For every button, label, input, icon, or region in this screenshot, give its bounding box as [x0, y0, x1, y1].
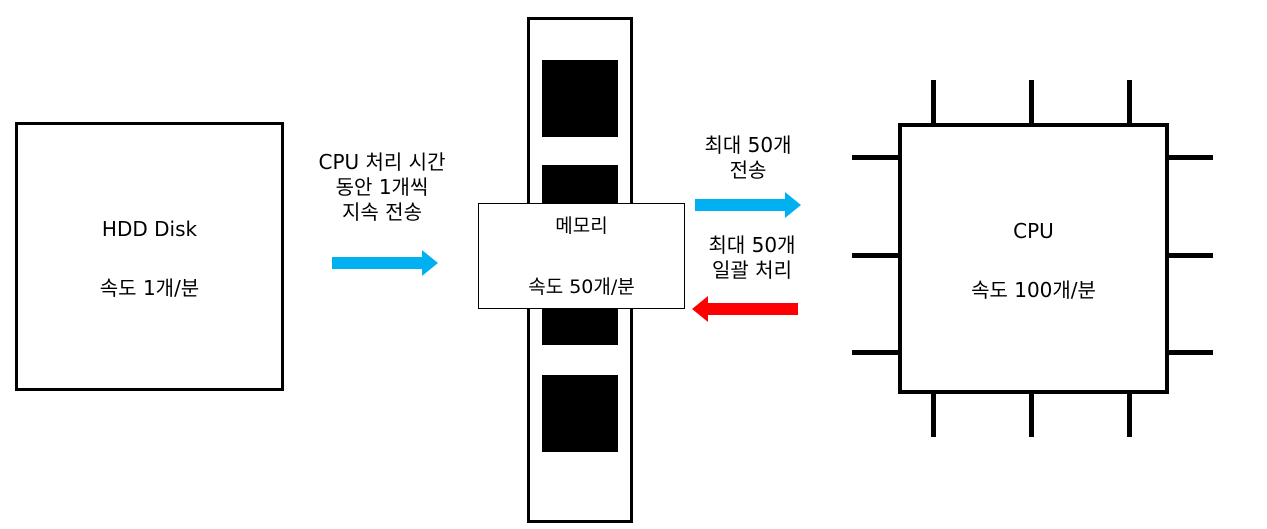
cpu-pin [852, 155, 900, 160]
cpu-pin [852, 253, 900, 258]
memory-chip [542, 375, 618, 452]
hdd-to-memory-arrow [332, 250, 438, 276]
memory-name: 메모리 [555, 215, 608, 237]
cpu-pin [1127, 80, 1132, 124]
cpu-pin [931, 389, 936, 437]
caption-line: 전송 [729, 158, 767, 182]
cpu-pin [931, 80, 936, 124]
arrow-shape [332, 250, 438, 276]
caption-line: 지속 전송 [342, 200, 422, 224]
hdd-speed: 속도 1개/분 [99, 276, 200, 300]
arrow-shape [695, 192, 801, 218]
caption-line: 최대 50개 [704, 133, 792, 157]
cpu-speed: 속도 100개/분 [971, 278, 1096, 302]
cpu-to-memory-arrow [692, 296, 798, 322]
cpu-pin [1165, 253, 1213, 258]
hdd-disk-box: HDD Disk 속도 1개/분 [15, 122, 284, 391]
cpu-to-memory-caption: 최대 50개 일괄 처리 [672, 233, 832, 283]
hdd-name: HDD Disk [101, 217, 198, 241]
cpu-name: CPU [1013, 219, 1054, 243]
caption-line: CPU 처리 시간 [318, 150, 446, 174]
memory-label-box: 메모리 속도 50개/분 [478, 203, 685, 309]
cpu-pin [1029, 389, 1034, 437]
memory-speed: 속도 50개/분 [528, 276, 635, 298]
cpu-pin [852, 350, 900, 355]
memory-to-cpu-arrow [695, 192, 801, 218]
cpu-pin [1165, 155, 1213, 160]
hdd-to-memory-caption: CPU 처리 시간 동안 1개씩 지속 전송 [292, 150, 472, 225]
cpu-pin [1165, 350, 1213, 355]
caption-line: 일괄 처리 [712, 258, 792, 282]
cpu-pin [1127, 389, 1132, 437]
arrow-shape [692, 296, 798, 322]
caption-line: 동안 1개씩 [335, 175, 429, 199]
caption-line: 최대 50개 [708, 233, 796, 257]
cpu-pin [1029, 80, 1034, 124]
memory-chip [542, 60, 618, 137]
cpu-box: CPU 속도 100개/분 [898, 123, 1169, 394]
memory-to-cpu-caption: 최대 50개 전송 [668, 133, 828, 183]
